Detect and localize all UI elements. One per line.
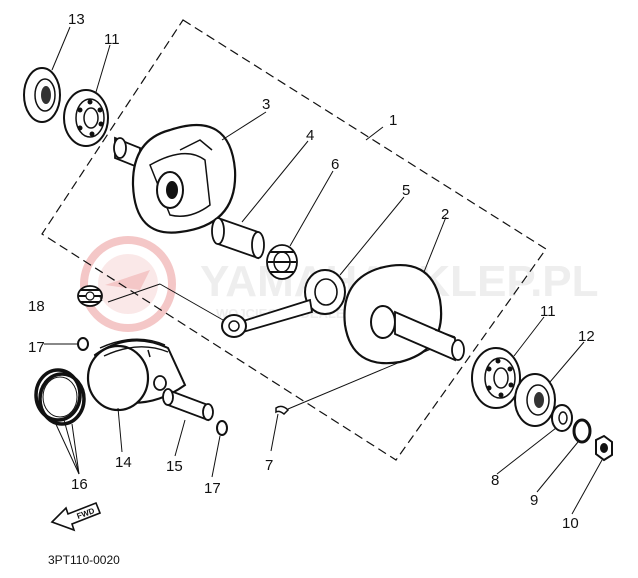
connecting-rod [221, 269, 346, 338]
callout-9: 9 [530, 492, 538, 509]
callout-11-left: 11 [104, 31, 120, 48]
callout-2: 2 [441, 206, 449, 223]
oil-seal-right [514, 373, 556, 427]
piston-rings [34, 368, 86, 426]
leader-18-link [107, 283, 161, 303]
needle-bearing-big-end [266, 244, 298, 280]
callout-14: 14 [115, 454, 132, 471]
nut-10 [595, 434, 613, 462]
callout-12: 12 [578, 328, 595, 345]
bearing-right [471, 347, 521, 409]
callout-1: 1 [389, 112, 397, 129]
crank-right [343, 264, 465, 365]
woodruff-key [275, 405, 290, 416]
callout-15: 15 [166, 458, 183, 475]
fwd-arrow-icon: FWD [50, 501, 102, 532]
callouts: 13 11 3 1 4 6 5 2 18 11 12 17 7 14 15 17… [28, 11, 595, 532]
leader-lines [44, 26, 603, 515]
callout-10: 10 [562, 515, 579, 532]
assembly-boundary [41, 19, 547, 461]
diagram-code: 3PT110-0020 [48, 553, 120, 567]
crank-pin [211, 216, 265, 260]
callout-16: 16 [71, 476, 88, 493]
callout-7: 7 [265, 457, 273, 474]
callout-11-right: 11 [540, 303, 556, 320]
bearing-left [63, 89, 109, 147]
piston-pin [162, 388, 214, 422]
leader-18-link2 [159, 283, 231, 325]
needle-bearing-small-end [77, 285, 103, 307]
circlip-right [216, 420, 228, 436]
lock-washer-9 [572, 418, 592, 444]
callout-17-left: 17 [28, 339, 45, 356]
washer-8 [551, 404, 573, 432]
callout-4: 4 [306, 127, 314, 144]
oil-seal-left [23, 67, 61, 123]
piston [86, 338, 187, 412]
watermark-logo [80, 236, 176, 332]
callout-3: 3 [262, 96, 270, 113]
callout-6: 6 [331, 156, 339, 173]
callout-5: 5 [402, 182, 410, 199]
callout-13: 13 [68, 11, 85, 28]
crank-left [113, 123, 237, 234]
callout-8: 8 [491, 472, 499, 489]
circlip-left [77, 337, 89, 351]
callout-18: 18 [28, 298, 45, 315]
callout-17-right: 17 [204, 480, 221, 497]
